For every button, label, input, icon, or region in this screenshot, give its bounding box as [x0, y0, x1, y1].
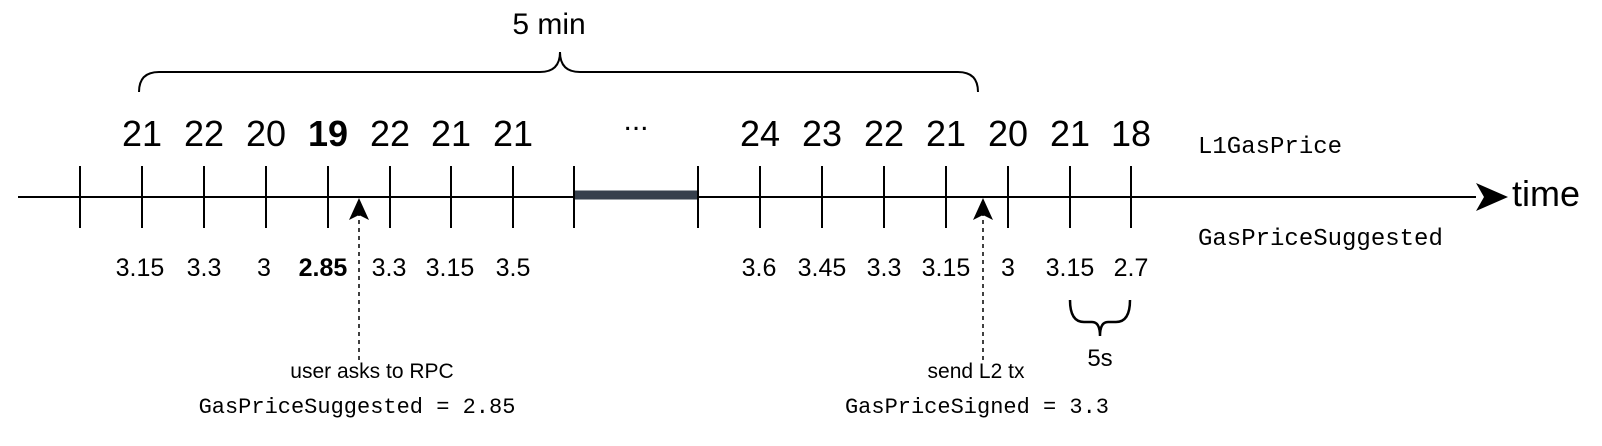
- l1-gas-price-values: 21 22 20 19 22 21 21 24 23 22 21 20 21 18: [122, 113, 1151, 154]
- l1-gas-price-value: 23: [802, 113, 842, 154]
- gap-ellipsis: ...: [623, 104, 648, 137]
- l1-gas-price-value: 22: [184, 113, 224, 154]
- l1-gas-price-value: 21: [493, 113, 533, 154]
- l1-gas-price-value: 20: [246, 113, 286, 154]
- gas-price-suggested-value: 3.15: [922, 254, 971, 282]
- gas-price-suggested-value: 3.15: [1046, 254, 1095, 282]
- rpc-request-arrowhead: [349, 198, 369, 220]
- l1-gas-price-value: 21: [431, 113, 471, 154]
- l1-gas-price-value: 22: [864, 113, 904, 154]
- gas-price-suggested-value: 3.3: [372, 254, 407, 282]
- gas-price-suggested-value: 3.6: [742, 254, 777, 282]
- interval-brace: [1068, 299, 1132, 337]
- gas-price-suggested-value: 2.7: [1114, 254, 1149, 282]
- rpc-request-formula: GasPriceSuggested = 2.85: [199, 395, 516, 420]
- window-label: 5 min: [512, 8, 585, 41]
- l1-gas-price-value: 18: [1111, 113, 1151, 154]
- l1-gas-price-value: 20: [988, 113, 1028, 154]
- l1-gas-price-value: 21: [1050, 113, 1090, 154]
- interval-label: 5s: [1087, 345, 1112, 372]
- send-tx-formula: GasPriceSigned = 3.3: [845, 395, 1109, 420]
- time-axis-arrowhead: [1476, 183, 1508, 211]
- l1-gas-price-value: 21: [122, 113, 162, 154]
- rpc-request-caption: user asks to RPC: [290, 360, 453, 383]
- gas-price-suggested-value: 3.3: [187, 254, 222, 282]
- gas-price-suggested-value: 3: [257, 254, 271, 282]
- time-axis-label: time: [1512, 173, 1580, 214]
- l1-gas-price-value: 21: [926, 113, 966, 154]
- gas-price-suggested-value: 2.85: [299, 254, 348, 282]
- gas-price-suggested-value: 3.45: [798, 254, 847, 282]
- l1-gas-price-value: 22: [370, 113, 410, 154]
- gas-price-suggested-label: GasPriceSuggested: [1198, 226, 1443, 253]
- gas-price-suggested-value: 3.15: [116, 254, 165, 282]
- gas-price-suggested-value: 3.3: [867, 254, 902, 282]
- l1-gas-price-value: 24: [740, 113, 780, 154]
- send-tx-caption: send L2 tx: [928, 360, 1025, 383]
- tick-marks: [79, 166, 1132, 228]
- gas-price-suggested-value: 3: [1001, 254, 1015, 282]
- gas-price-suggested-values: 3.15 3.3 3 2.85 3.3 3.15 3.5 3.6 3.45 3.3 3.15 3 3.1…: [116, 254, 1149, 282]
- window-brace: [138, 51, 979, 93]
- l1-gas-price-value: 19: [308, 113, 348, 154]
- send-tx-arrowhead: [973, 198, 993, 220]
- gas-price-suggested-value: 3.5: [496, 254, 531, 282]
- l1-gas-price-label: L1GasPrice: [1198, 134, 1342, 161]
- gas-price-suggested-value: 3.15: [426, 254, 475, 282]
